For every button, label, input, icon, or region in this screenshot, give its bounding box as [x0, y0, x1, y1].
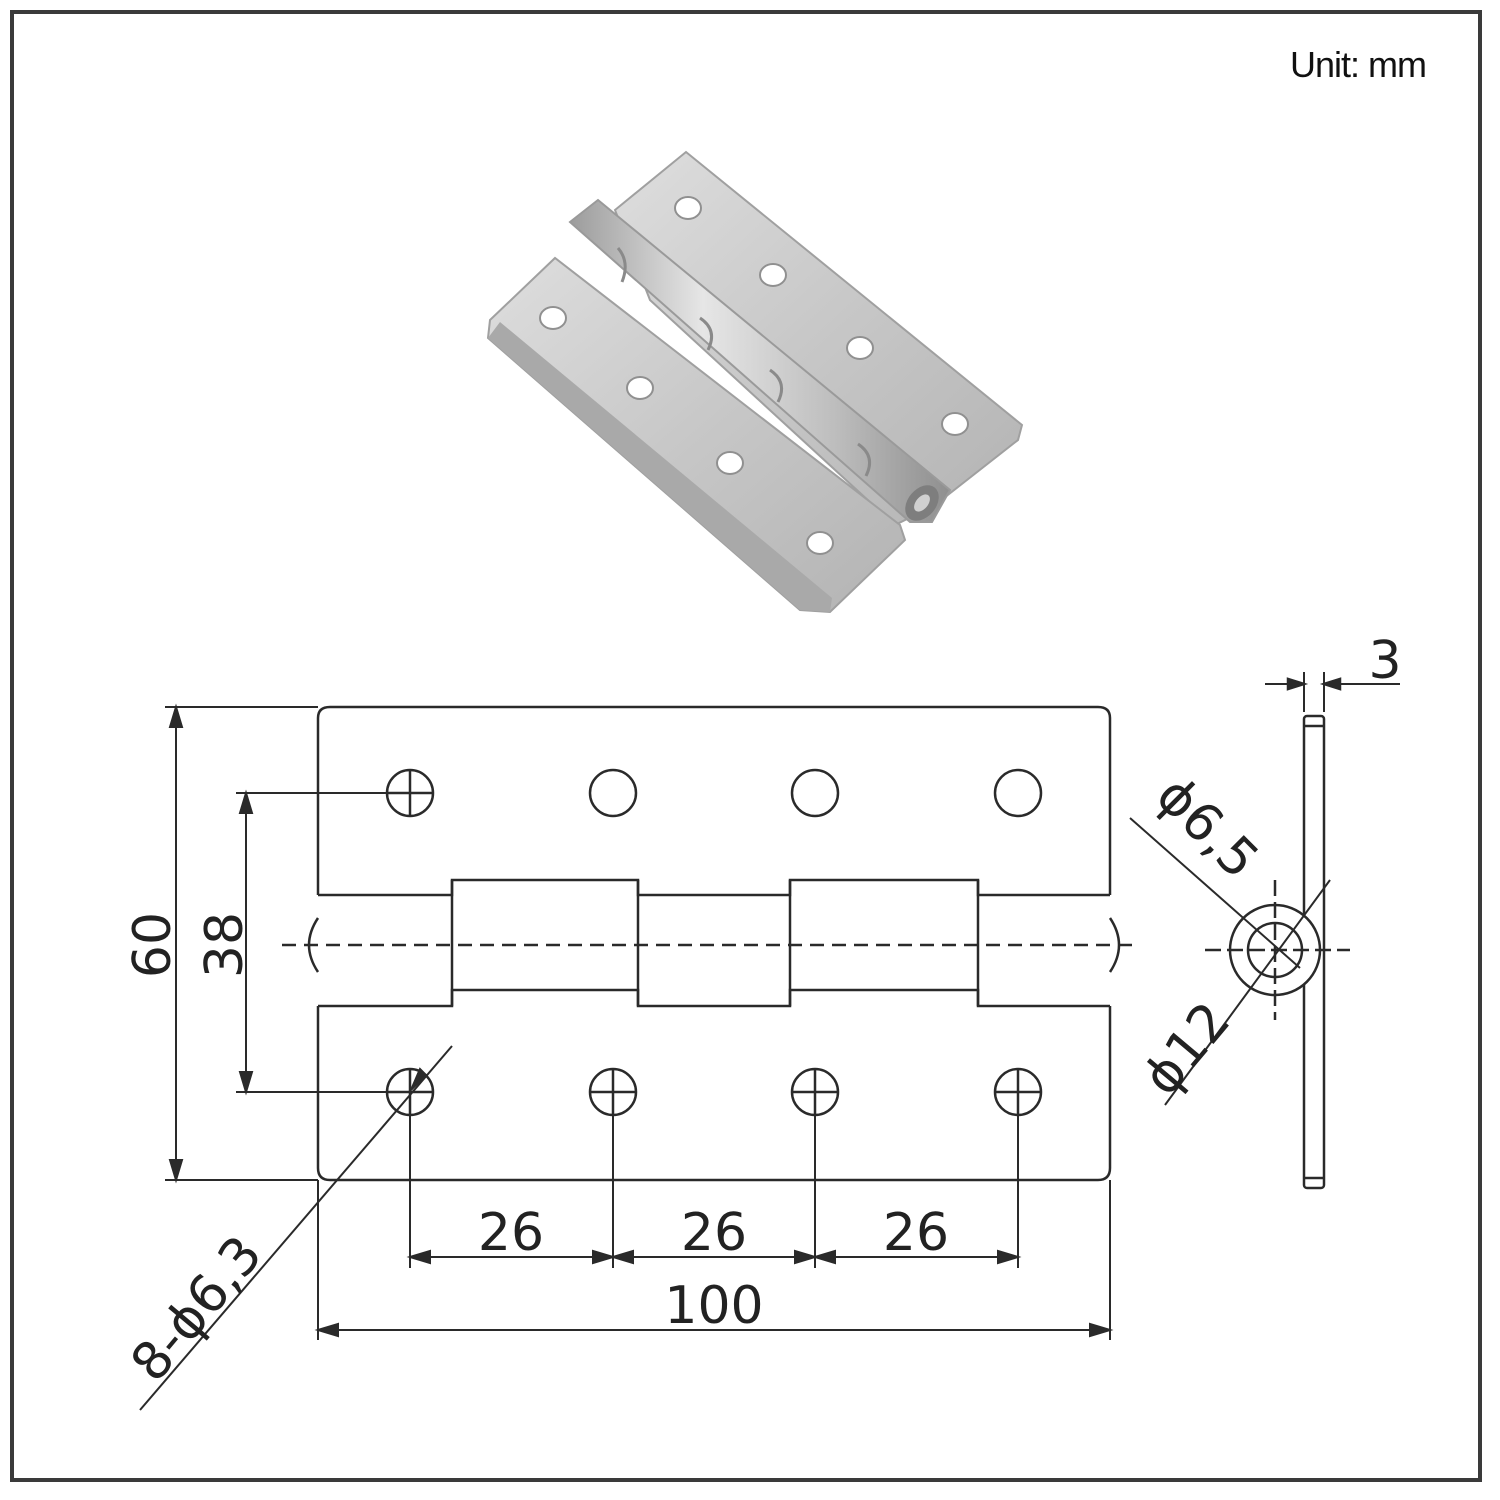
hinge-leaf-front — [486, 256, 907, 614]
dimension-lines — [139, 703, 1114, 1411]
dim-length: 100 — [664, 1276, 763, 1336]
side-view — [1129, 672, 1400, 1190]
mounting-holes — [385, 768, 1043, 1117]
dim-hole-spacing: 38 — [195, 912, 255, 978]
dim-thickness: 3 — [1368, 631, 1401, 691]
image-frame — [10, 10, 1482, 1482]
unit-label: Unit: mm — [1290, 44, 1427, 85]
dim-pitch-2: 26 — [681, 1203, 747, 1263]
knuckle-outline — [318, 878, 1110, 897]
hinge-barrel — [568, 198, 952, 523]
dim-pitch-1: 26 — [478, 1203, 544, 1263]
dim-pin-diameter: ϕ6,5 — [1144, 765, 1269, 890]
dim-height: 60 — [123, 912, 183, 978]
hinge-leaf-back — [613, 150, 1024, 527]
hinge-photo — [486, 150, 1024, 614]
dim-knuckle-diameter: ϕ12 — [1132, 991, 1243, 1107]
dim-holes: 8-ϕ6,3 — [120, 1225, 275, 1393]
dim-pitch-3: 26 — [883, 1203, 949, 1263]
leaf-bottom-outline — [316, 1006, 1112, 1182]
front-view — [282, 705, 1135, 1182]
hinge-photo-holes — [539, 196, 969, 555]
leaf-top-outline — [316, 705, 1112, 895]
